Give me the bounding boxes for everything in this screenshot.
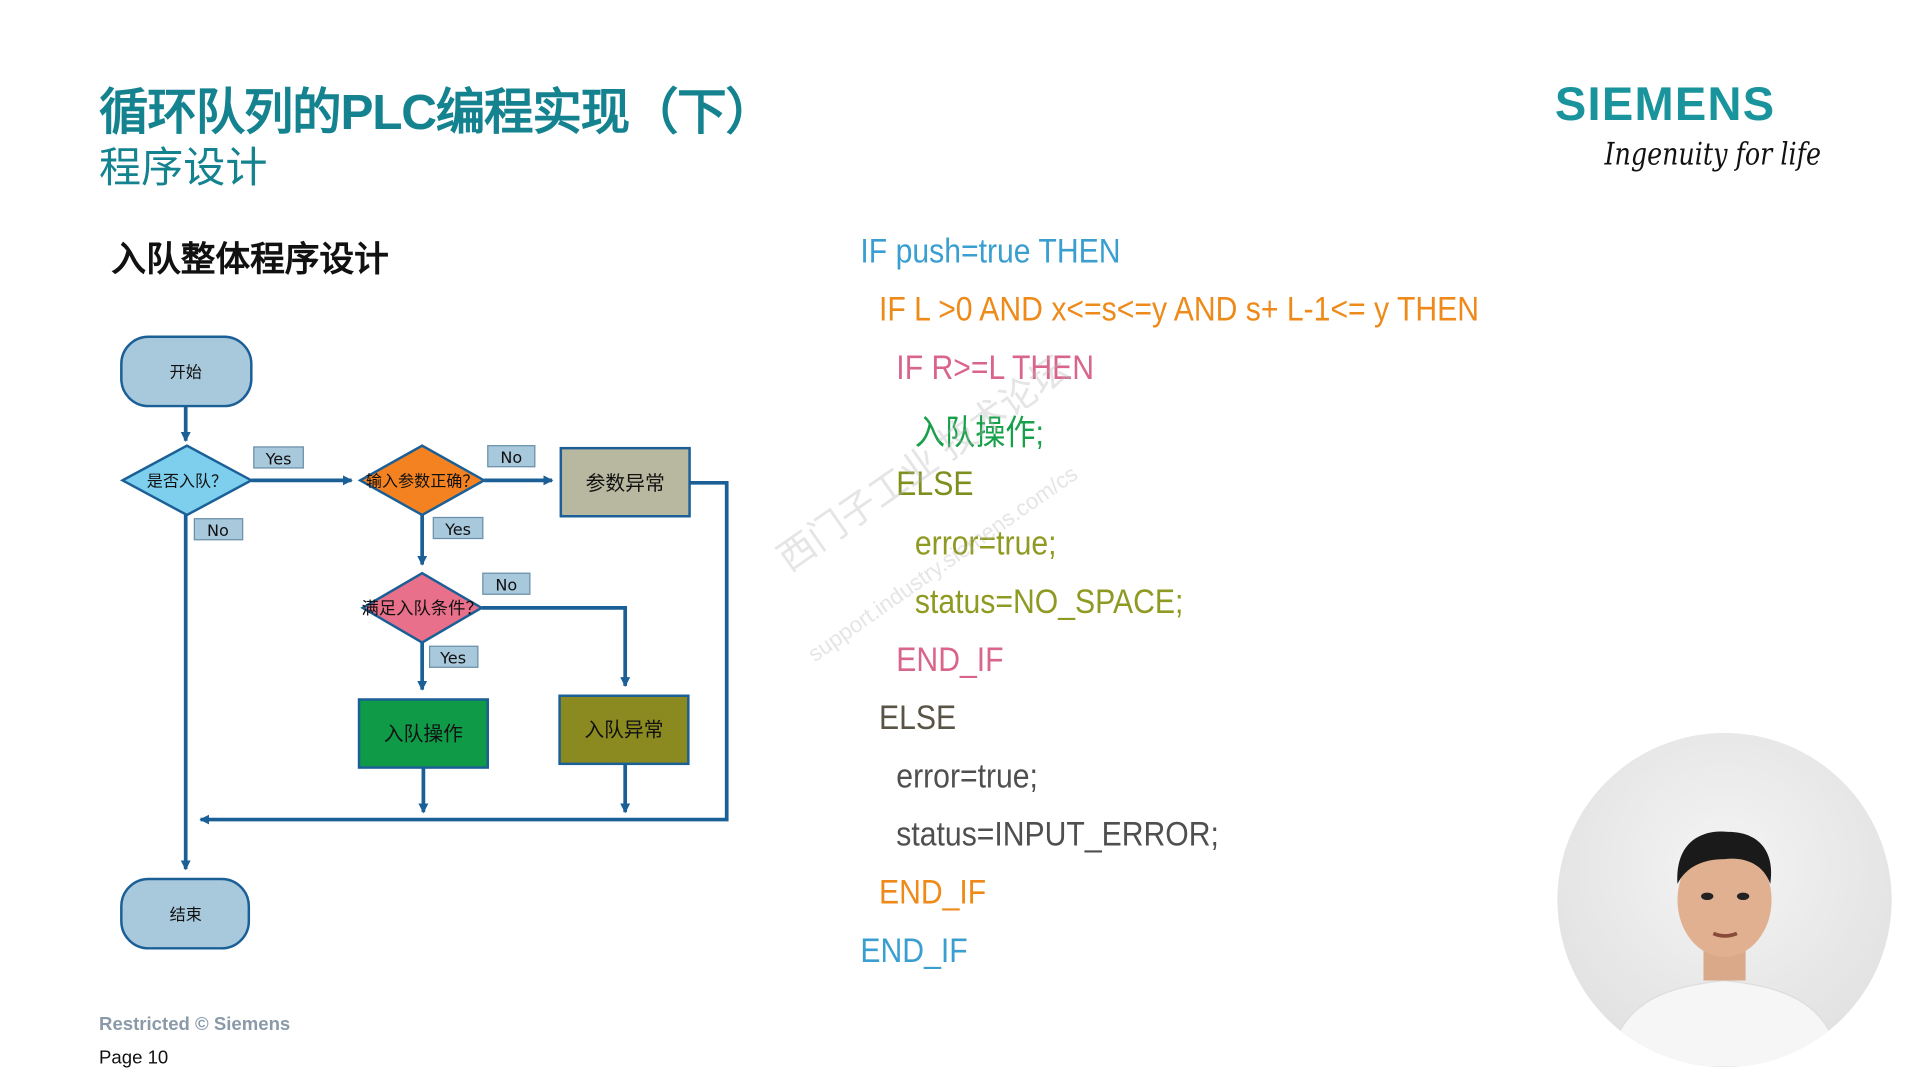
start-terminator bbox=[120, 335, 253, 408]
code-line: ELSE bbox=[896, 464, 974, 504]
code-line: END_IF bbox=[878, 872, 987, 912]
enqueue-error-label: 入队异常 bbox=[584, 719, 663, 742]
yes-label: Yes bbox=[439, 649, 466, 668]
siemens-logo: SIEMENS bbox=[1554, 79, 1776, 132]
code-line: IF push=true THEN bbox=[860, 231, 1121, 270]
code-line: IF L >0 AND x<=s<=y AND s+ L-1<= y THEN bbox=[878, 289, 1480, 329]
restricted-notice: Restricted © Siemens bbox=[99, 1013, 291, 1035]
decision-params bbox=[357, 444, 487, 517]
no-label: No bbox=[495, 576, 517, 595]
enqueue-error-box bbox=[558, 694, 690, 766]
param-error-label: 参数异常 bbox=[586, 472, 665, 495]
code-line: IF R>=L THEN bbox=[896, 348, 1095, 387]
decision-condition-label: 满足入队条件？ bbox=[362, 599, 483, 619]
yes-label: Yes bbox=[265, 449, 292, 468]
flow-arrow bbox=[199, 480, 729, 825]
decision-condition bbox=[360, 571, 485, 644]
decision-params-label: 输入参数正确？ bbox=[366, 472, 479, 491]
slide-subtitle: 程序设计 bbox=[99, 144, 268, 192]
code-line: END_IF bbox=[860, 931, 968, 970]
page-number: Page 10 bbox=[99, 1047, 169, 1069]
slide-title: 循环队列的PLC编程实现（下） bbox=[99, 85, 775, 140]
decision-enqueue-label: 是否入队？ bbox=[147, 472, 227, 491]
brand-tagline: Ingenuity for life bbox=[1604, 136, 1822, 173]
enqueue-op-label: 入队操作 bbox=[384, 722, 463, 745]
presenter-video bbox=[1557, 732, 1892, 1068]
end-label: 结束 bbox=[170, 905, 202, 924]
flow-arrow bbox=[481, 606, 631, 688]
section-title: 入队整体程序设计 bbox=[111, 240, 389, 279]
code-line: END_IF bbox=[896, 639, 1004, 679]
presenter-icon bbox=[1606, 831, 1843, 1068]
param-error-box bbox=[559, 446, 691, 518]
code-line: status=NO_SPACE; bbox=[914, 581, 1184, 620]
enqueue-op-box bbox=[357, 698, 490, 769]
start-label: 开始 bbox=[170, 363, 202, 382]
decision-enqueue bbox=[119, 444, 254, 517]
code-line: error=true; bbox=[896, 756, 1038, 795]
code-line: error=true; bbox=[914, 523, 1057, 562]
yes-label: Yes bbox=[444, 520, 471, 539]
code-line: ELSE bbox=[878, 697, 957, 737]
code-line: status=INPUT_ERROR; bbox=[896, 814, 1219, 853]
flowchart: 开始 结束 是否入队？ 输入参数正确？ 满足入队条件？ 参数异常 入队操作 入队… bbox=[119, 335, 729, 950]
no-label: No bbox=[207, 521, 229, 540]
code-line: 入队操作; bbox=[914, 413, 1044, 453]
end-terminator bbox=[120, 877, 251, 950]
no-label: No bbox=[500, 448, 522, 467]
